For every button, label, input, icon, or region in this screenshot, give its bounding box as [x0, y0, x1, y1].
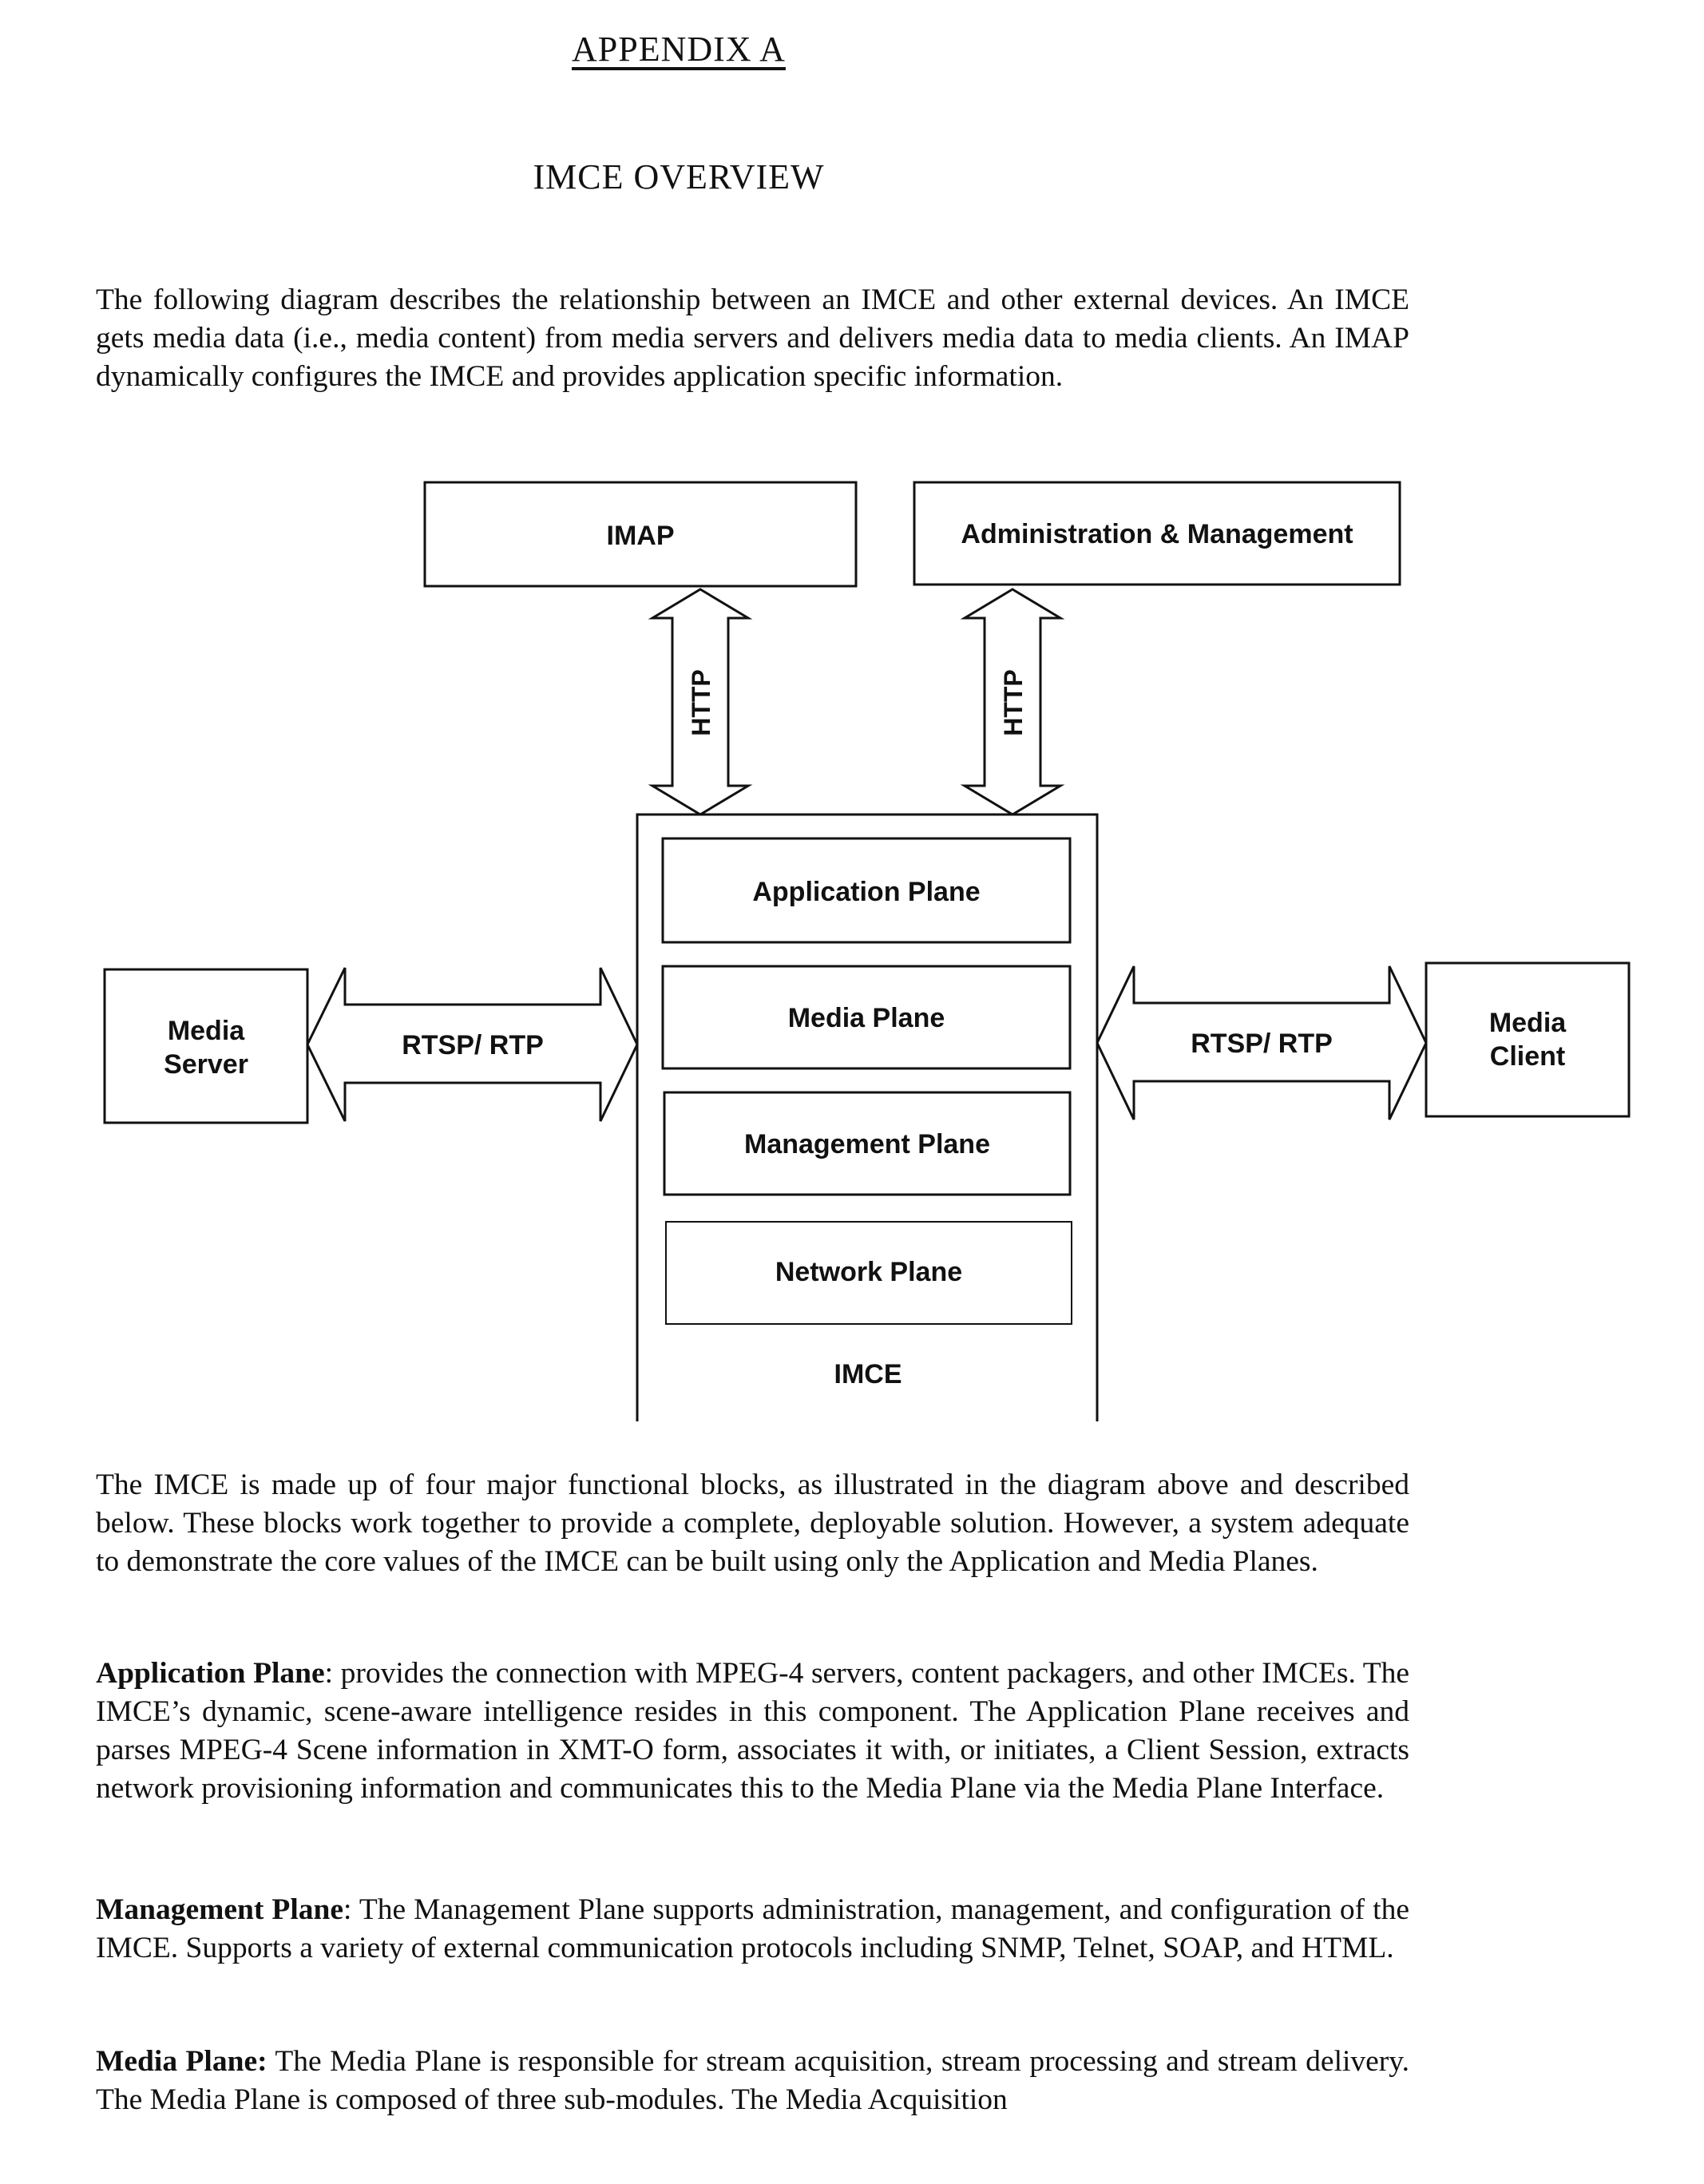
imap-label: IMAP	[607, 521, 675, 551]
media-server-label-line2: Server	[164, 1049, 248, 1080]
management-plane-term: Management Plane	[96, 1893, 343, 1926]
body-paragraph-overview: The IMCE is made up of four major functi…	[96, 1466, 1409, 1581]
admin-management-label: Administration & Management	[961, 519, 1353, 549]
media-server-label-line1: Media	[168, 1016, 245, 1046]
media-client-label-line1: Media	[1489, 1008, 1567, 1038]
media-client-label-line2: Client	[1490, 1041, 1565, 1072]
admin-management-box: Administration & Management	[914, 482, 1400, 585]
imce-box: Application Plane Media Plane Management…	[637, 815, 1097, 1421]
imce-diagram: IMAP Administration & Management HTTP HT…	[0, 463, 1704, 1421]
media-client-box: Media Client	[1426, 963, 1629, 1116]
application-plane-term: Application Plane	[96, 1657, 325, 1690]
network-plane-label: Network Plane	[775, 1257, 962, 1287]
imce-label: IMCE	[834, 1359, 902, 1389]
rtsp-right-label: RTSP/ RTP	[1191, 1029, 1333, 1059]
http-right-label: HTTP	[999, 669, 1028, 736]
management-plane-label: Management Plane	[744, 1129, 990, 1159]
rtsp-arrow-right: RTSP/ RTP	[1097, 966, 1426, 1120]
http-arrow-right: HTTP	[965, 589, 1060, 815]
http-arrow-left: HTTP	[652, 589, 748, 815]
page-title: IMCE OVERVIEW	[0, 157, 1357, 197]
body-paragraph-management-plane: Management Plane: The Management Plane s…	[96, 1891, 1409, 1968]
body-paragraph-application-plane: Application Plane: provides the connecti…	[96, 1655, 1409, 1808]
http-left-label: HTTP	[687, 669, 715, 736]
media-plane-term: Media Plane:	[96, 2045, 267, 2078]
media-plane-label: Media Plane	[788, 1003, 945, 1033]
body-paragraph-media-plane: Media Plane: The Media Plane is responsi…	[96, 2043, 1409, 2119]
media-plane-description: The Media Plane is responsible for strea…	[96, 2045, 1409, 2116]
media-server-box: Media Server	[105, 969, 307, 1123]
appendix-heading: APPENDIX A	[0, 29, 1357, 69]
rtsp-arrow-left: RTSP/ RTP	[307, 968, 637, 1121]
rtsp-left-label: RTSP/ RTP	[402, 1030, 544, 1060]
application-plane-label: Application Plane	[752, 877, 980, 907]
imap-box: IMAP	[425, 482, 856, 586]
intro-paragraph: The following diagram describes the rela…	[96, 281, 1409, 396]
